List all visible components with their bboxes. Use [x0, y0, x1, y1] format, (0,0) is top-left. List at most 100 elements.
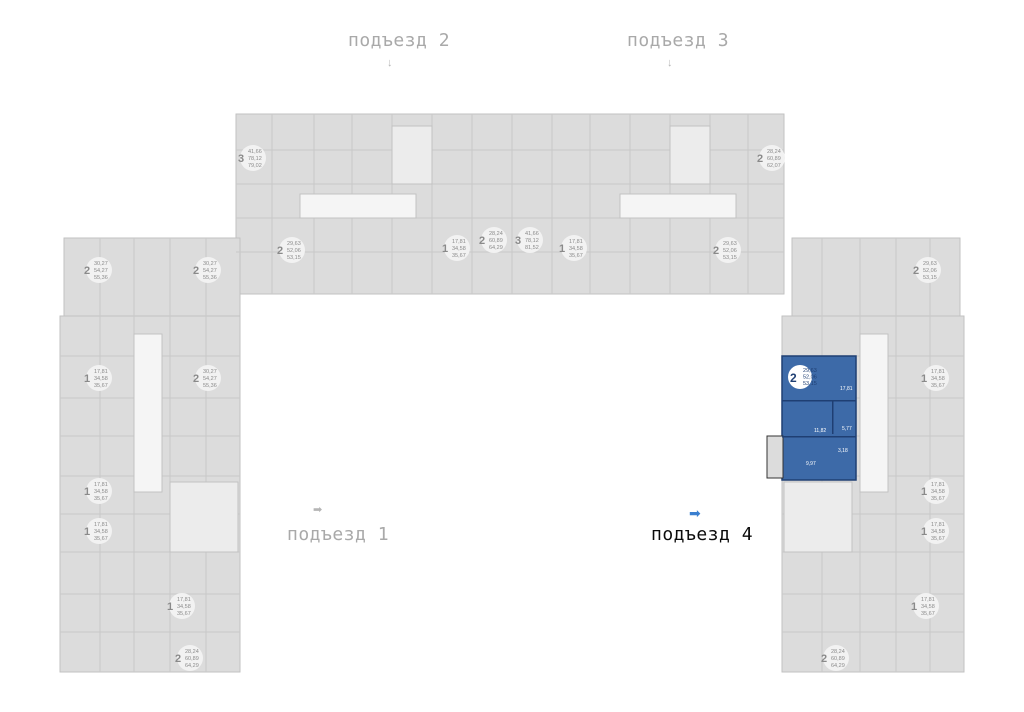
apartment-area: 41,66	[248, 149, 262, 155]
apartment-rooms[interactable]: 1	[167, 601, 173, 613]
apartment-area: 78,12	[525, 238, 539, 244]
apartment-area: 17,81	[931, 369, 945, 375]
entrance-3-label[interactable]: подъезд 3	[627, 30, 730, 51]
apartment-area: 35,67	[569, 253, 583, 259]
apartment-area: 17,81	[177, 597, 191, 603]
apartment-area: 35,67	[452, 253, 466, 259]
apartment-circle	[923, 365, 949, 391]
selected-apartment-wall	[782, 400, 856, 402]
apartment-area: 35,67	[94, 383, 108, 389]
apartment-rooms[interactable]: 2	[84, 265, 90, 277]
entrance-2-label[interactable]: подъезд 2	[348, 30, 451, 51]
apartment-rooms[interactable]: 1	[84, 526, 90, 538]
apartment-rooms[interactable]: 1	[84, 373, 90, 385]
selected-rooms[interactable]: 2	[790, 371, 797, 385]
apartment-circle	[240, 145, 266, 171]
apartment-area: 17,81	[931, 482, 945, 488]
apartment-circle	[195, 257, 221, 283]
apartment-area: 41,66	[525, 231, 539, 237]
selected-balcony	[766, 435, 784, 479]
apartment-area: 17,81	[452, 239, 466, 245]
apartment-area: 34,58	[921, 604, 935, 610]
corridor	[859, 333, 889, 493]
apartment-area: 29,63	[923, 261, 937, 267]
apartment-rooms[interactable]: 1	[921, 486, 927, 498]
apartment-area: 35,67	[94, 496, 108, 502]
apartment-rooms[interactable]: 2	[277, 245, 283, 257]
apartment-rooms[interactable]: 1	[911, 601, 917, 613]
apartment-circle	[715, 237, 741, 263]
apartment-rooms[interactable]: 1	[921, 373, 927, 385]
apartment-area: 34,58	[177, 604, 191, 610]
apartment-circle	[279, 237, 305, 263]
apartment-area: 29,63	[287, 241, 301, 247]
stair-room	[391, 125, 433, 185]
apartment-area: 34,58	[931, 376, 945, 382]
apartment-rooms[interactable]: 2	[757, 153, 763, 165]
apartment-area: 35,67	[921, 611, 935, 617]
apartment-area: 17,81	[94, 369, 108, 375]
apartment-area: 34,58	[452, 246, 466, 252]
apartment-area: 55,36	[203, 383, 217, 389]
apartment-area: 60,89	[489, 238, 503, 244]
apartment-area: 30,27	[203, 261, 217, 267]
apartment-circle	[923, 478, 949, 504]
selected-area: 29,63	[803, 368, 817, 374]
apartment-rooms[interactable]: 3	[515, 235, 521, 247]
apartment-area: 55,36	[94, 275, 108, 281]
apartment-circle	[923, 518, 949, 544]
selected-room-area: 5,77	[842, 426, 852, 432]
apartment-rooms[interactable]: 2	[175, 653, 181, 665]
apartment-circle	[444, 235, 470, 261]
down-arrow-icon: ↓	[387, 57, 393, 69]
entrance-4-label[interactable]: подъезд 4	[651, 524, 754, 545]
apartment-rooms[interactable]: 2	[713, 245, 719, 257]
entrance-1-label[interactable]: подъезд 1	[287, 524, 390, 545]
apartment-area: 28,24	[767, 149, 781, 155]
apartment-area: 81,52	[525, 245, 539, 251]
apartment-circle	[915, 257, 941, 283]
apartment-rooms[interactable]: 2	[479, 235, 485, 247]
down-arrow-icon: ↓	[667, 57, 673, 69]
apartment-rooms[interactable]: 1	[442, 243, 448, 255]
apartment-circle	[86, 478, 112, 504]
apartment-area: 52,06	[923, 268, 937, 274]
selected-room-area: 11,82	[814, 428, 826, 434]
apartment-rooms[interactable]: 3	[238, 153, 244, 165]
apartment-rooms[interactable]: 1	[84, 486, 90, 498]
apartment-area: 55,36	[203, 275, 217, 281]
selected-apartment-wall	[782, 436, 856, 438]
apartment-area: 34,58	[94, 376, 108, 382]
apartment-area: 29,63	[723, 241, 737, 247]
selected-apartment-wall	[832, 400, 834, 434]
apartment-area: 62,07	[767, 163, 781, 169]
apartment-area: 35,67	[931, 536, 945, 542]
apartment-area: 60,89	[767, 156, 781, 162]
apartment-area: 78,12	[248, 156, 262, 162]
selected-room-area: 17,81	[840, 386, 853, 392]
apartment-area: 52,06	[287, 248, 301, 254]
apartment-area: 17,81	[569, 239, 583, 245]
apartment-rooms[interactable]: 2	[821, 653, 827, 665]
right-arrow-icon: ➡	[689, 505, 701, 521]
selected-room-area: 3,18	[838, 448, 848, 454]
apartment-circle	[913, 593, 939, 619]
apartment-circle	[169, 593, 195, 619]
apartment-area: 28,24	[185, 649, 199, 655]
apartment-area: 54,27	[203, 376, 217, 382]
apartment-rooms[interactable]: 2	[913, 265, 919, 277]
apartment-area: 53,15	[923, 275, 937, 281]
corridor	[619, 193, 737, 219]
apartment-circle	[481, 227, 507, 253]
apartment-circle	[195, 365, 221, 391]
apartment-rooms[interactable]: 1	[559, 243, 565, 255]
apartment-rooms[interactable]: 1	[921, 526, 927, 538]
apartment-area: 30,27	[94, 261, 108, 267]
selected-room-area: 9,97	[806, 461, 816, 467]
selected-area: 52,06	[803, 375, 817, 381]
apartment-circle	[759, 145, 785, 171]
apartment-rooms[interactable]: 2	[193, 373, 199, 385]
apartment-rooms[interactable]: 2	[193, 265, 199, 277]
